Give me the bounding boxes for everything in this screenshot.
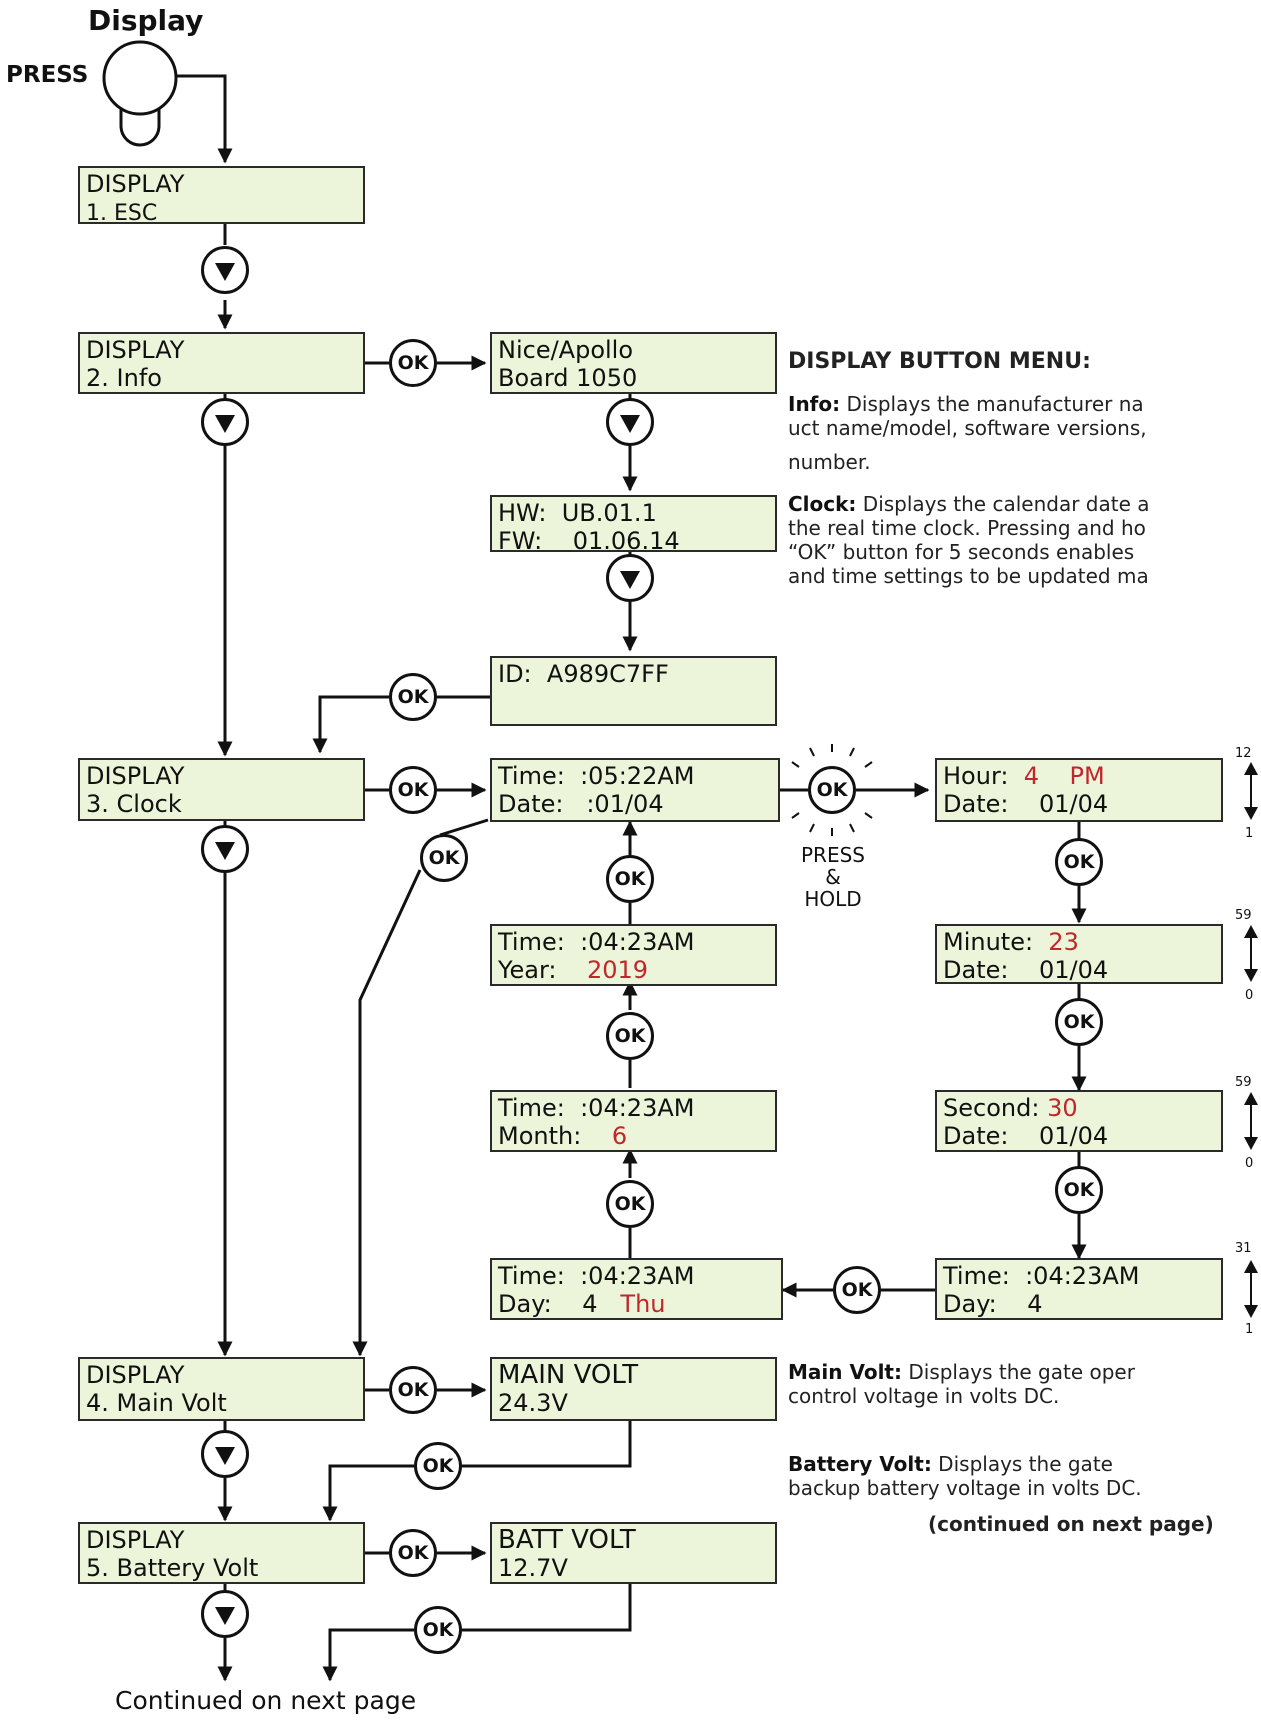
press-hold-ok-button[interactable]: OK	[808, 766, 856, 814]
ok-button[interactable]: OK	[606, 1012, 654, 1060]
batt-volt-screen: BATT VOLT 12.7V	[490, 1522, 777, 1584]
ok-button[interactable]: OK	[389, 766, 437, 814]
info-id-screen: ID: A989C7FF	[490, 656, 777, 726]
clock-main-screen: Time: :05:22AM Date: :01/04	[490, 758, 780, 822]
main-volt-screen: MAIN VOLT 24.3V	[490, 1357, 777, 1421]
info-name-screen: Nice/Apollo Board 1050	[490, 332, 777, 394]
day-max-label: 31	[1235, 1241, 1252, 1256]
down-arrow-button[interactable]	[201, 246, 249, 294]
second-min-label: 0	[1245, 1156, 1254, 1171]
ok-button[interactable]: OK	[389, 339, 437, 387]
menu-esc-screen: DISPLAY 1. ESC	[78, 166, 365, 224]
second-max-label: 59	[1235, 1075, 1252, 1090]
ok-button[interactable]: OK	[389, 1529, 437, 1577]
display-button[interactable]	[104, 42, 176, 114]
hour-max-label: 12	[1235, 746, 1252, 761]
down-arrow-button[interactable]	[606, 554, 654, 602]
press-label: PRESS	[6, 62, 89, 88]
menu-battery-volt-screen: DISPLAY 5. Battery Volt	[78, 1522, 365, 1584]
description-heading: DISPLAY BUTTON MENU:	[788, 349, 1091, 374]
clock-year-screen: Time: :04:23AM Year: 2019	[490, 924, 777, 986]
info-version-screen: HW: UB.01.1 FW: 01.06.14	[490, 495, 777, 552]
clock-day-screen: Time: :04:23AM Day: 4 Thu	[490, 1258, 783, 1320]
ok-button[interactable]: OK	[389, 1366, 437, 1414]
menu-clock-screen: DISPLAY 3. Clock	[78, 758, 365, 821]
info-description-end: number.	[788, 450, 871, 474]
menu-main-volt-screen: DISPLAY 4. Main Volt	[78, 1357, 365, 1421]
ok-button[interactable]: OK	[1055, 838, 1103, 886]
minute-min-label: 0	[1245, 988, 1254, 1003]
clock-minute-screen: Minute: 23 Date: 01/04	[935, 924, 1223, 984]
down-arrow-button[interactable]	[201, 825, 249, 873]
clock-hour-screen: Hour: 4 PM Date: 01/04	[935, 758, 1223, 822]
display-title: Display	[88, 4, 204, 37]
ok-button[interactable]: OK	[1055, 998, 1103, 1046]
ok-button[interactable]: OK	[1055, 1166, 1103, 1214]
ok-button[interactable]: OK	[414, 1606, 462, 1654]
menu-info-screen: DISPLAY 2. Info	[78, 332, 365, 394]
ok-button[interactable]: OK	[389, 673, 437, 721]
clock-second-screen: Second: 30 Date: 01/04	[935, 1090, 1223, 1152]
minute-max-label: 59	[1235, 908, 1252, 923]
clock-dayset-screen: Time: :04:23AM Day: 4	[935, 1258, 1223, 1320]
ok-button[interactable]: OK	[420, 834, 468, 882]
ok-button[interactable]: OK	[606, 855, 654, 903]
continued-right-note: (continued on next page)	[928, 1512, 1214, 1536]
hour-min-label: 1	[1245, 826, 1254, 841]
down-arrow-button[interactable]	[201, 1590, 249, 1638]
down-arrow-button[interactable]	[201, 1430, 249, 1478]
down-arrow-button[interactable]	[201, 398, 249, 446]
day-min-label: 1	[1245, 1322, 1254, 1337]
ok-button[interactable]: OK	[833, 1266, 881, 1314]
down-arrow-button[interactable]	[606, 398, 654, 446]
clock-month-screen: Time: :04:23AM Month: 6	[490, 1090, 777, 1152]
ok-button[interactable]: OK	[606, 1180, 654, 1228]
continued-footer: Continued on next page	[115, 1686, 417, 1715]
ok-button[interactable]: OK	[414, 1442, 462, 1490]
press-hold-label: PRESS &HOLD	[801, 843, 865, 911]
